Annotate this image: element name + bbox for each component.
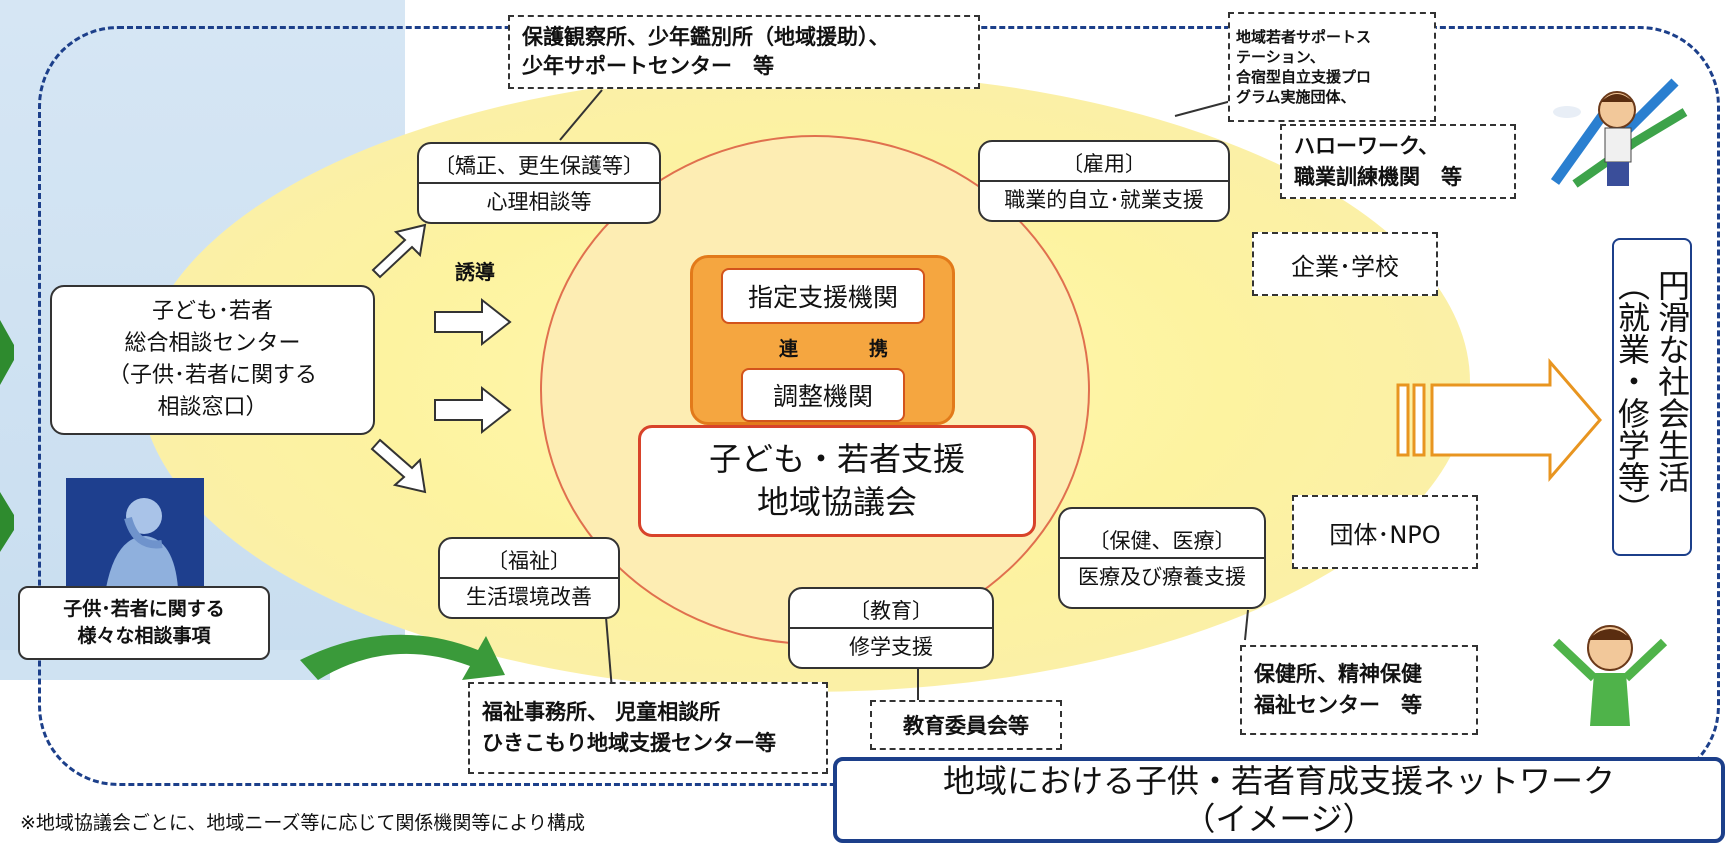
hellowork-line1: ハローワーク、 bbox=[1294, 134, 1440, 159]
consult-matters-line1: 子供･若者に関する bbox=[63, 598, 225, 621]
council-line2: 地域協議会 bbox=[756, 483, 917, 521]
arrow-down-right bbox=[370, 438, 427, 494]
company-school-box: 企業･学校 bbox=[1252, 232, 1438, 296]
line-employment bbox=[1174, 99, 1236, 117]
health-box: 〔保健、医療〕 医療及び療養支援 bbox=[1058, 507, 1266, 609]
top-agency-line2: 少年サポートセンター 等 bbox=[522, 54, 774, 78]
welfare-agency-line2: ひきこもり地域支援センター等 bbox=[482, 731, 776, 755]
employment-header: 〔雇用〕 bbox=[980, 146, 1228, 182]
health-center-line2: 福祉センター 等 bbox=[1254, 693, 1422, 717]
company-school-label: 企業･学校 bbox=[1291, 252, 1399, 281]
diagram-title-box: 地域における子供・若者育成支援ネットワーク （イメージ） bbox=[833, 757, 1725, 843]
line-health bbox=[1244, 609, 1249, 641]
green-curved-arrow bbox=[300, 634, 505, 680]
health-center-line1: 保健所、精神保健 bbox=[1254, 661, 1422, 686]
outcome-line1: 円滑な社会生活 bbox=[1653, 269, 1691, 493]
consult-center-line3: （子供･若者に関する bbox=[107, 363, 317, 388]
welfare-body: 生活環境改善 bbox=[466, 585, 592, 609]
arrow-up-right bbox=[371, 223, 427, 279]
consult-center-line1: 子ども･若者 bbox=[151, 299, 273, 325]
diagram-subtitle: （イメージ） bbox=[1183, 800, 1375, 838]
education-committee-label: 教育委員会等 bbox=[903, 714, 1029, 738]
health-header: 〔保健、医療〕 bbox=[1060, 523, 1264, 559]
youth-support-line2: テーション、 bbox=[1236, 47, 1325, 66]
diagram-title: 地域における子供・若者育成支援ネットワーク bbox=[942, 761, 1615, 800]
coordination-org: 調整機関 bbox=[741, 368, 905, 422]
welfare-header: 〔福祉〕 bbox=[440, 543, 618, 579]
education-committee-box: 教育委員会等 bbox=[870, 700, 1062, 750]
worried-person-image bbox=[66, 478, 204, 596]
outcome-arrow bbox=[1430, 357, 1602, 483]
arrow-bar-1 bbox=[1396, 383, 1410, 457]
employment-body: 職業的自立･就業支援 bbox=[1004, 188, 1204, 212]
outcome-box: 円滑な社会生活 （就業・修学等） bbox=[1612, 238, 1692, 556]
person-icon bbox=[106, 498, 178, 588]
council-box: 子ども・若者支援 地域協議会 bbox=[638, 425, 1036, 537]
youth-support-line4: グラム実施団体、 bbox=[1236, 88, 1356, 107]
ngo-npo-label: 団体･NPO bbox=[1329, 520, 1441, 549]
guidance-label: 誘導 bbox=[455, 260, 495, 284]
cooperation-label-1: 連 bbox=[779, 338, 799, 360]
correction-header: 〔矯正、更生保護等〕 bbox=[419, 148, 659, 184]
welfare-box: 〔福祉〕 生活環境改善 bbox=[438, 537, 620, 619]
arrow-right-1 bbox=[434, 297, 512, 347]
health-body: 医療及び療養支援 bbox=[1078, 565, 1246, 589]
consult-center-box: 子ども･若者 総合相談センター （子供･若者に関する 相談窓口） bbox=[50, 285, 375, 435]
youth-support-box: 地域若者サポートス テーション、 合宿型自立支援プロ グラム実施団体、 bbox=[1228, 12, 1436, 122]
outcome-line2: （就業・修学等） bbox=[1613, 269, 1651, 525]
consult-matters-box: 子供･若者に関する 様々な相談事項 bbox=[18, 586, 270, 660]
top-agency-line1: 保護観察所、少年鑑別所（地域援助）、 bbox=[522, 24, 890, 49]
designated-org: 指定支援機関 bbox=[721, 268, 925, 324]
welfare-agency-box: 福祉事務所、 児童相談所 ひきこもり地域支援センター等 bbox=[468, 682, 828, 774]
consult-center-line2: 総合相談センター bbox=[124, 331, 301, 357]
arrow-right-2 bbox=[434, 385, 512, 435]
hellowork-box: ハローワーク、 職業訓練機関 等 bbox=[1280, 124, 1516, 199]
cheering-person-top-icon bbox=[1550, 78, 1688, 188]
line-top-agency bbox=[559, 89, 603, 141]
correction-body: 心理相談等 bbox=[486, 190, 592, 214]
youth-support-line3: 合宿型自立支援プロ bbox=[1236, 68, 1372, 86]
consult-matters-line2: 様々な相談事項 bbox=[77, 625, 211, 647]
green-arrow-left-bottom bbox=[0, 492, 14, 552]
line-welfare bbox=[604, 604, 613, 691]
cheering-person-bottom-icon bbox=[1552, 625, 1668, 726]
education-body: 修学支援 bbox=[849, 635, 933, 659]
cooperation-label-2: 携 bbox=[869, 338, 889, 360]
correction-box: 〔矯正、更生保護等〕 心理相談等 bbox=[417, 142, 661, 224]
health-center-box: 保健所、精神保健 福祉センター 等 bbox=[1240, 645, 1478, 735]
top-agency-box: 保護観察所、少年鑑別所（地域援助）、 少年サポートセンター 等 bbox=[508, 15, 980, 89]
youth-support-line1: 地域若者サポートス bbox=[1236, 27, 1372, 46]
arrow-bar-2 bbox=[1412, 383, 1426, 457]
green-arrow-left-top bbox=[0, 320, 14, 385]
hellowork-line2: 職業訓練機関 等 bbox=[1294, 164, 1462, 189]
footnote: ※地域協議会ごとに、地域ニーズ等に応じて関係機関等により構成 bbox=[20, 812, 586, 834]
education-box: 〔教育〕 修学支援 bbox=[788, 587, 994, 669]
consult-center-line4: 相談窓口） bbox=[157, 394, 268, 420]
employment-box: 〔雇用〕 職業的自立･就業支援 bbox=[978, 140, 1230, 222]
welfare-agency-line1: 福祉事務所、 児童相談所 bbox=[482, 699, 721, 724]
council-line1: 子ども・若者支援 bbox=[708, 439, 965, 478]
education-header: 〔教育〕 bbox=[790, 593, 992, 629]
core-organization-block: 指定支援機関 連 携 調整機関 bbox=[690, 255, 955, 425]
ngo-npo-box: 団体･NPO bbox=[1292, 495, 1478, 569]
